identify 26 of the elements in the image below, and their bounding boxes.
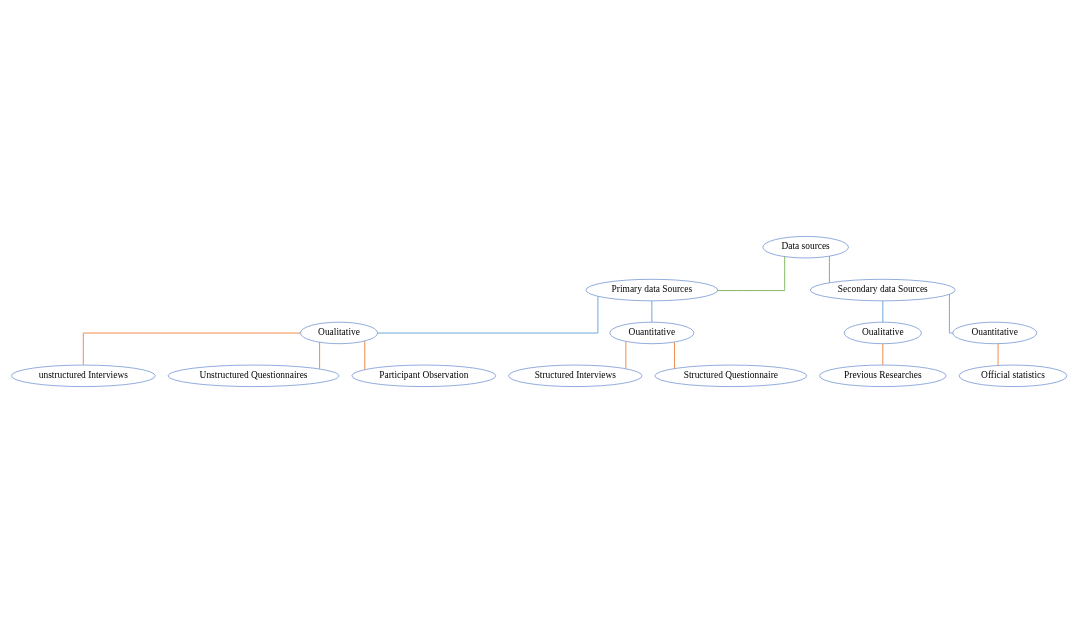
node-ellipse: Oualitative: [300, 321, 378, 344]
node-ellipse: Ouantitative: [609, 321, 695, 344]
node-ellipse: Ouantitative: [952, 321, 1038, 344]
node-ellipse: Previous Researches: [819, 364, 947, 387]
connector: [674, 341, 675, 369]
node-ellipse: Oualitative: [843, 321, 922, 344]
node-ellipse: Participant Observation: [351, 364, 497, 387]
connector: [82, 332, 301, 366]
node-ellipse: Official statistics: [958, 364, 1068, 387]
connector: [882, 300, 884, 323]
node-ellipse: Primary data Sources: [585, 279, 719, 302]
connector: [377, 295, 599, 334]
node-ellipse: Data sources: [762, 236, 849, 259]
connector: [651, 300, 653, 323]
connector: [319, 342, 321, 370]
node-ellipse: Secondary data Sources: [810, 279, 956, 302]
node-ellipse: Structured Interviews: [508, 364, 643, 387]
connector: [882, 343, 884, 366]
connector: [717, 256, 786, 292]
node-ellipse: unstructured Interviews: [11, 364, 156, 387]
connector: [948, 294, 954, 334]
connector: [364, 340, 366, 370]
node-ellipse: Unstructured Questionnaires: [167, 364, 340, 387]
node-ellipse: Structured Questionnaire: [654, 364, 808, 387]
connector: [829, 255, 830, 284]
connector: [625, 341, 627, 369]
